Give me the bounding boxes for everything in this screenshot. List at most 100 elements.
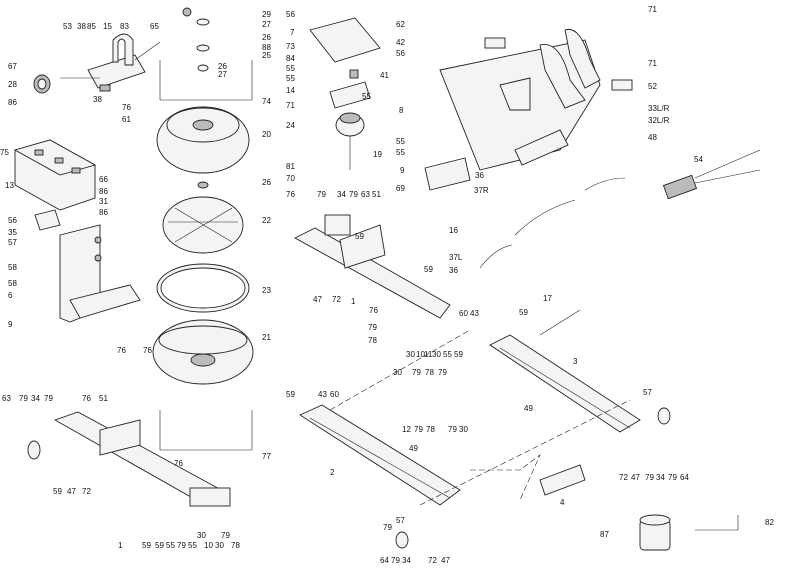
callout-30: 30 (432, 350, 441, 359)
callout-19: 19 (373, 150, 382, 159)
callout-34: 34 (337, 190, 346, 199)
callout-6: 6 (8, 291, 13, 300)
callout-56: 56 (8, 216, 17, 225)
callout-56: 56 (396, 49, 405, 58)
callout-55: 55 (362, 92, 371, 101)
callout-27: 27 (218, 70, 227, 79)
callout-79: 79 (177, 541, 186, 550)
cradle-housing (13, 139, 97, 211)
callout-84: 84 (286, 54, 295, 63)
callout-85: 85 (87, 22, 96, 31)
callout-48: 48 (648, 133, 657, 142)
callout-59: 59 (424, 265, 433, 274)
callout-72: 72 (619, 473, 628, 482)
callout-75: 75 (0, 148, 9, 157)
callout-41: 41 (380, 71, 389, 80)
callout-32lr: 32L/R (648, 116, 670, 125)
callout-82: 82 (765, 518, 774, 527)
callout-47: 47 (67, 487, 76, 496)
upper-rail (294, 214, 451, 319)
callout-34: 34 (31, 394, 40, 403)
callout-79: 79 (668, 473, 677, 482)
callout-79: 79 (383, 523, 392, 532)
callout-26: 26 (262, 178, 271, 187)
callout-31: 31 (99, 197, 108, 206)
callout-37r: 37R (474, 186, 489, 195)
callout-67: 67 (8, 62, 17, 71)
callout-74: 74 (262, 97, 271, 106)
callout-27: 27 (262, 20, 271, 29)
callout-78: 78 (231, 541, 240, 550)
callout-76: 76 (369, 306, 378, 315)
callout-56: 56 (286, 10, 295, 19)
callout-57: 57 (8, 238, 17, 247)
callout-61: 61 (122, 115, 131, 124)
callout-72: 72 (428, 556, 437, 565)
callout-76: 76 (122, 103, 131, 112)
callout-30: 30 (459, 425, 468, 434)
hoses (479, 149, 761, 269)
callout-79: 79 (391, 556, 400, 565)
callout-73: 73 (286, 42, 295, 51)
callout-8: 8 (399, 106, 404, 115)
callout-20: 20 (262, 130, 271, 139)
callout-55: 55 (443, 350, 452, 359)
callout-1: 1 (118, 541, 123, 550)
callout-71: 71 (286, 101, 295, 110)
callout-30: 30 (393, 368, 402, 377)
base-frame (299, 309, 671, 549)
callout-79: 79 (19, 394, 28, 403)
callout-79: 79 (414, 425, 423, 434)
callout-58: 58 (8, 279, 17, 288)
housing-cover (424, 28, 633, 191)
lower-rail (27, 411, 231, 507)
callout-55: 55 (188, 541, 197, 550)
callout-16: 16 (449, 226, 458, 235)
callout-79: 79 (317, 190, 326, 199)
callout-81: 81 (286, 162, 295, 171)
callout-36: 36 (475, 171, 484, 180)
callout-30: 30 (406, 350, 415, 359)
callout-79: 79 (221, 531, 230, 540)
callout-72: 72 (82, 487, 91, 496)
callout-2: 2 (330, 468, 335, 477)
callout-64: 64 (680, 473, 689, 482)
callout-63: 63 (361, 190, 370, 199)
callout-51: 51 (99, 394, 108, 403)
callout-59: 59 (142, 541, 151, 550)
callout-79: 79 (448, 425, 457, 434)
callout-47: 47 (631, 473, 640, 482)
callout-79: 79 (645, 473, 654, 482)
callout-47: 47 (313, 295, 322, 304)
callout-24: 24 (286, 121, 295, 130)
callout-30: 30 (197, 531, 206, 540)
callout-23: 23 (262, 286, 271, 295)
callout-25: 25 (262, 51, 271, 60)
callout-71: 71 (648, 5, 657, 14)
callout-21: 21 (262, 333, 271, 342)
callout-11: 11 (424, 350, 433, 359)
callout-55: 55 (396, 137, 405, 146)
callout-86: 86 (99, 208, 108, 217)
callout-76: 76 (143, 346, 152, 355)
callout-78: 78 (368, 336, 377, 345)
callout-38: 38 (93, 95, 102, 104)
callout-34: 34 (402, 556, 411, 565)
callout-86: 86 (99, 187, 108, 196)
callout-22: 22 (262, 216, 271, 225)
callout-12: 12 (402, 425, 411, 434)
callout-13: 13 (5, 181, 14, 190)
callout-43: 43 (470, 309, 479, 318)
callout-59: 59 (454, 350, 463, 359)
motor-plate (309, 17, 381, 170)
callout-10: 10 (416, 350, 425, 359)
callout-49: 49 (524, 404, 533, 413)
callout-29: 29 (262, 10, 271, 19)
callout-28: 28 (8, 80, 17, 89)
callout-49: 49 (409, 444, 418, 453)
callout-53: 53 (63, 22, 72, 31)
accessories (639, 514, 739, 551)
callout-3: 3 (573, 357, 578, 366)
callout-15: 15 (103, 22, 112, 31)
